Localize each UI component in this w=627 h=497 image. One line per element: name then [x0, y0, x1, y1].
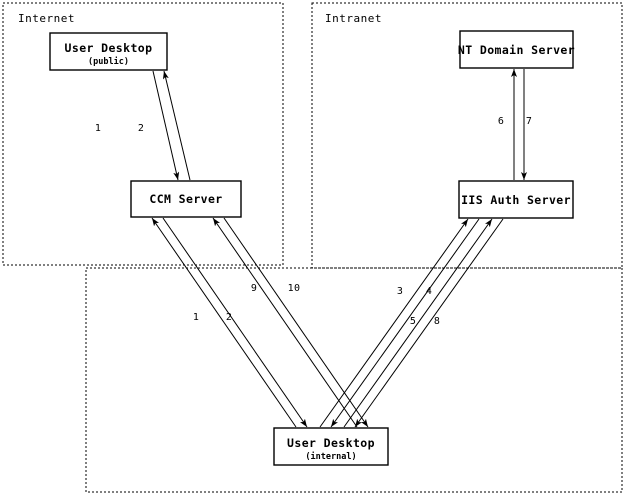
node-box-iis-auth-server[interactable] [458, 180, 574, 219]
connection-group-internal-iis-58 [343, 218, 504, 428]
zone-label-intranet: Intranet [325, 12, 382, 25]
flow-line-2-public [162, 70, 191, 181]
node-title-user-desktop-public: User Desktop [65, 41, 153, 55]
flow-line-4 [330, 218, 480, 428]
node-box-nt-domain-server[interactable] [459, 30, 574, 69]
node-box-ccm-server[interactable] [130, 180, 242, 218]
flow-line-3 [319, 218, 469, 428]
node-ccm-server[interactable]: CCM Server [130, 180, 242, 218]
zone-internal-border [85, 267, 623, 493]
flow-label-2-internal: 2 [226, 312, 232, 323]
flow-line-9 [212, 217, 358, 428]
flow-line-5 [343, 218, 493, 428]
flow-labels: 1 2 6 7 1 2 9 10 3 4 5 8 [95, 116, 532, 327]
flow-label-1-public: 1 [95, 123, 101, 134]
node-nt-domain-server[interactable]: NT Domain Server [458, 30, 575, 69]
connection-group-ccm-internal-910 [212, 217, 369, 428]
connection-group-internal-iis-34 [319, 218, 480, 428]
zone-internet-border [2, 2, 284, 266]
flow-label-3: 3 [397, 286, 403, 297]
flow-label-6: 6 [498, 116, 504, 127]
flow-label-7: 7 [526, 116, 532, 127]
flow-label-2-public: 2 [138, 123, 144, 134]
node-subtitle-user-desktop-public: (public) [88, 56, 129, 67]
connection-group-ccm-internal-12 [151, 217, 308, 428]
flow-label-1-internal: 1 [193, 312, 199, 323]
flow-line-1-public [152, 70, 180, 181]
node-iis-auth-server[interactable]: IIS Auth Server [458, 180, 574, 219]
flow-label-8: 8 [434, 316, 440, 327]
flow-label-9: 9 [251, 283, 257, 294]
node-box-user-desktop-public[interactable] [49, 32, 168, 71]
node-title-iis-auth-server: IIS Auth Server [461, 193, 571, 207]
node-subtitle-user-desktop-internal: (internal) [305, 451, 356, 462]
node-user-desktop-internal[interactable]: User Desktop (internal) [273, 427, 389, 466]
node-box-user-desktop-internal[interactable] [273, 427, 389, 466]
connection-group-iis-nt [511, 69, 527, 180]
connection-group-public-ccm [152, 70, 191, 181]
flow-label-5: 5 [410, 316, 416, 327]
node-title-ccm-server: CCM Server [149, 192, 222, 206]
flow-label-4: 4 [426, 286, 432, 297]
flow-line-2-internal [162, 217, 308, 428]
flow-label-10: 10 [288, 283, 301, 294]
flow-line-8 [354, 218, 504, 428]
node-user-desktop-public[interactable]: User Desktop (public) [49, 32, 168, 71]
node-title-user-desktop-internal: User Desktop [287, 436, 375, 450]
flow-line-1-internal [151, 217, 297, 428]
flow-line-10 [223, 217, 369, 428]
zone-label-internet: Internet [18, 12, 75, 25]
zone-boundaries [2, 2, 623, 493]
node-title-nt-domain-server: NT Domain Server [458, 43, 575, 57]
